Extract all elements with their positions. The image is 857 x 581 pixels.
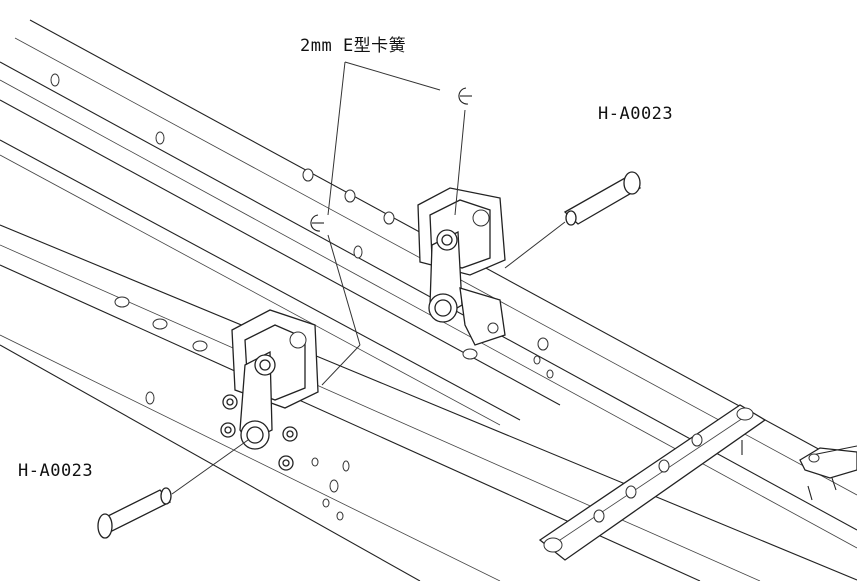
- pin-right-label: H-A0023: [598, 104, 674, 124]
- e-clip-lower: [310, 214, 324, 232]
- pin-right: [504, 171, 642, 269]
- upper-bracket: [417, 187, 506, 346]
- e-clip-label: 2mm E型卡簧: [300, 36, 407, 56]
- e-clip-icon: [458, 87, 469, 105]
- lower-bracket: [231, 309, 319, 450]
- pin-left-label: H-A0023: [18, 461, 94, 481]
- e-clip-icon: [310, 214, 321, 232]
- rail-holes: [50, 73, 554, 521]
- screw-heads: [220, 394, 298, 471]
- pin-left: [97, 439, 249, 539]
- clip-leaders: [321, 61, 466, 386]
- cross-bar: [538, 404, 767, 561]
- e-clip-upper: [458, 87, 472, 105]
- upper-rail: [0, 19, 857, 549]
- lower-rail: [0, 224, 857, 581]
- edge-clamp: [799, 445, 857, 501]
